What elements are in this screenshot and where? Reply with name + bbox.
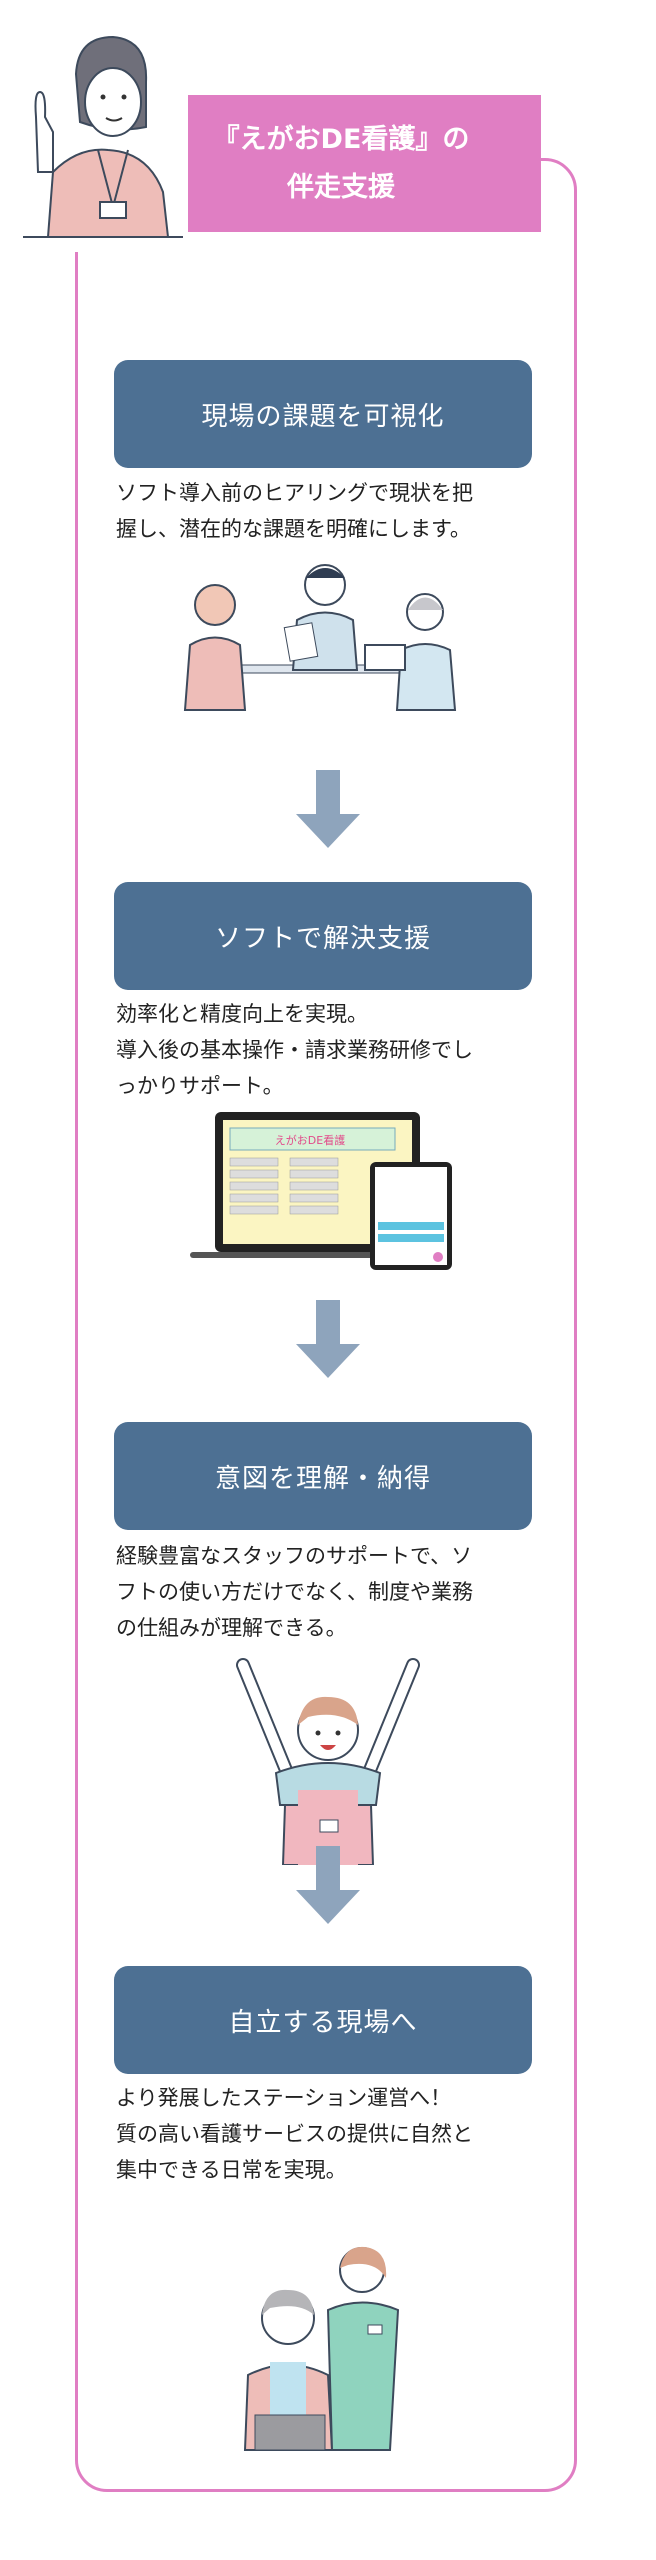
step-2-description: 効率化と精度向上を実現。 導入後の基本操作・請求業務研修でし っかりサポート。 bbox=[116, 996, 536, 1104]
pointing-staff-illustration bbox=[18, 22, 188, 252]
svg-text:えがおDE看護: えがおDE看護 bbox=[275, 1133, 345, 1147]
section-header: 『えがおDE看護』の 伴走支援 bbox=[141, 95, 541, 232]
desc-line: の仕組みが理解できる。 bbox=[116, 1616, 347, 1640]
step-3-heading: 意図を理解・納得 bbox=[114, 1422, 532, 1530]
meeting-illustration bbox=[175, 560, 475, 724]
step-4-heading: 自立する現場へ bbox=[114, 1966, 532, 2074]
desc-line: 経験豊富なスタッフのサポートで、ソ bbox=[116, 1544, 473, 1568]
down-arrow-icon bbox=[296, 1300, 360, 1378]
header-title-line2: 伴走支援 bbox=[287, 171, 395, 203]
desc-line: ソフト導入前のヒアリングで現状を把 bbox=[116, 481, 473, 505]
desc-line: 効率化と精度向上を実現。 bbox=[116, 1002, 368, 1026]
desc-line: 導入後の基本操作・請求業務研修でし bbox=[116, 1038, 473, 1062]
desc-line: より発展したステーション運営へ！ bbox=[116, 2086, 452, 2110]
software-devices-illustration: えがおDE看護 bbox=[190, 1112, 470, 1276]
step-4-title: 自立する現場へ bbox=[228, 2007, 418, 2038]
step-4-description: より発展したステーション運営へ！ 質の高い看護サービスの提供に自然と 集中できる… bbox=[116, 2080, 536, 2188]
desc-line: 集中できる日常を実現。 bbox=[116, 2158, 347, 2182]
step-3-title: 意図を理解・納得 bbox=[214, 1463, 431, 1494]
header-title-line1: 『えがおDE看護』の bbox=[212, 123, 470, 155]
step-1-heading: 現場の課題を可視化 bbox=[114, 360, 532, 468]
step-3-description: 経験豊富なスタッフのサポートで、ソ フトの使い方だけでなく、制度や業務 の仕組み… bbox=[116, 1538, 536, 1646]
down-arrow-icon bbox=[296, 770, 360, 848]
step-1-description: ソフト導入前のヒアリングで現状を把 握し、潜在的な課題を明確にします。 bbox=[116, 475, 536, 547]
step-2-heading: ソフトで解決支援 bbox=[114, 882, 532, 990]
desc-line: フトの使い方だけでなく、制度や業務 bbox=[116, 1580, 473, 1604]
down-arrow-icon bbox=[296, 1846, 360, 1924]
nurse-with-patient-illustration bbox=[240, 2240, 410, 2459]
desc-line: 握し、潜在的な課題を明確にします。 bbox=[116, 517, 471, 541]
desc-line: 質の高い看護サービスの提供に自然と bbox=[116, 2122, 473, 2146]
cheering-nurse-illustration bbox=[228, 1655, 428, 1869]
step-2-title: ソフトで解決支援 bbox=[214, 923, 431, 954]
desc-line: っかりサポート。 bbox=[116, 1074, 284, 1098]
step-1-title: 現場の課題を可視化 bbox=[201, 401, 445, 432]
